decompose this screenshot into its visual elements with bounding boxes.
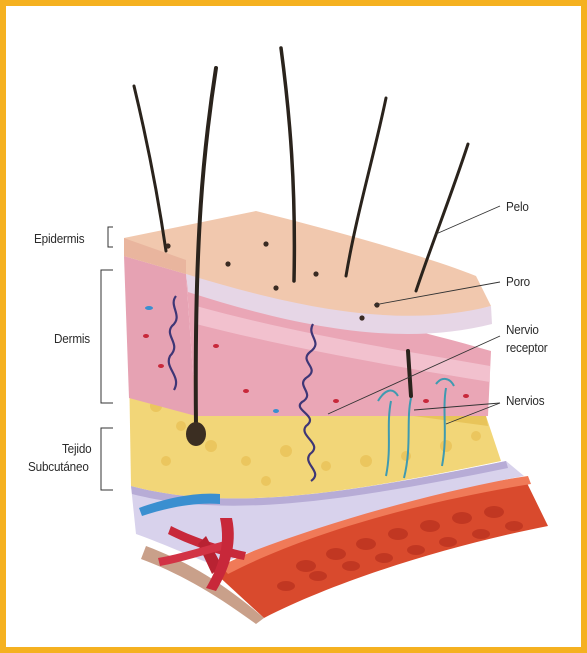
label-nervio: Nervio bbox=[506, 321, 539, 338]
label-receptor: receptor bbox=[506, 339, 547, 356]
label-epidermis: Epidermis bbox=[34, 230, 84, 247]
figure-frame: Epidermis Dermis Tejido Subcutáneo Pelo … bbox=[6, 6, 581, 647]
hair-follicle bbox=[186, 422, 206, 446]
label-subcutaneo: Subcutáneo bbox=[28, 458, 89, 475]
label-poro: Poro bbox=[506, 273, 530, 290]
label-dermis: Dermis bbox=[54, 330, 90, 347]
skin-cross-section-diagram bbox=[6, 6, 581, 647]
label-pelo: Pelo bbox=[506, 198, 529, 215]
label-tejido: Tejido bbox=[62, 440, 92, 457]
left-brackets bbox=[101, 227, 113, 490]
label-nervios: Nervios bbox=[506, 392, 544, 409]
